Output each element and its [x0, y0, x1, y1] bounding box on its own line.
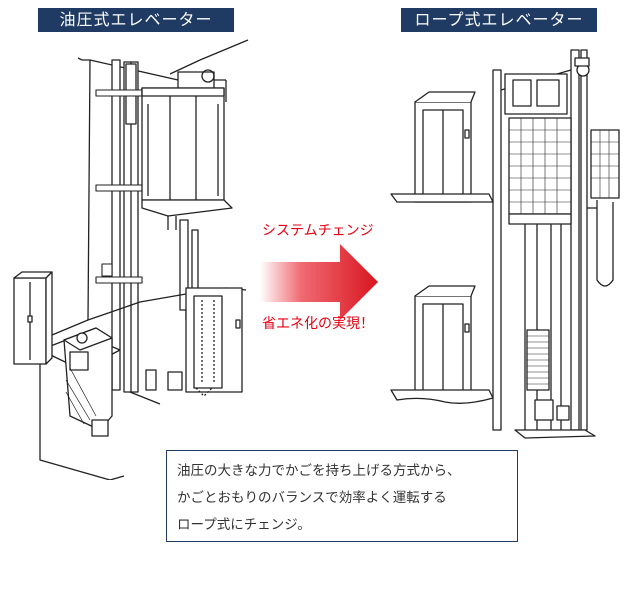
system-change-text: システムチェンジ: [262, 223, 374, 239]
description-line: 油圧の大きな力でかごを持ち上げる方式から、: [177, 463, 461, 479]
rope-elevator-illustration: [390, 49, 620, 439]
hydraulic-elevator-label: 油圧式エレベーター: [38, 8, 234, 32]
description-line: ロープ式にチェンジ。: [177, 517, 311, 533]
description-box: 油圧の大きな力でかごを持ち上げる方式から、 かごとおもりのバランスで効率よく運転…: [166, 450, 518, 542]
description-line: かごとおもりのバランスで効率よく運転する: [177, 490, 447, 506]
rope-elevator-label: ロープ式エレベーター: [401, 8, 597, 32]
energy-saving-text: 省エネ化の実現！: [262, 316, 374, 332]
hydraulic-elevator-illustration: [13, 39, 249, 480]
system-change-arrow: [260, 244, 378, 320]
